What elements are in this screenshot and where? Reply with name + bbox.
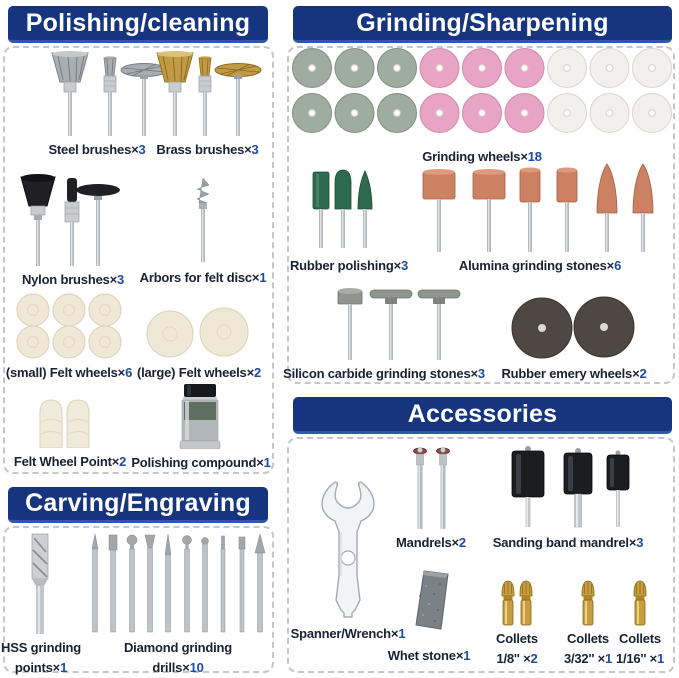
rubber-emery-wheels-image	[511, 296, 635, 359]
section-header-carving: Carving/Engraving	[8, 487, 268, 523]
item-label: (small) Felt wheels×6	[5, 365, 133, 380]
item-rubber-polishing: Rubber polishing×3	[290, 168, 408, 276]
collets-1-8-image	[501, 580, 533, 626]
item-label: Whet stone×1	[387, 648, 471, 663]
grinding-wheels-image	[292, 48, 672, 133]
item-label: Felt Wheel Point×2	[13, 454, 127, 469]
silicon-carbide-image	[337, 288, 461, 360]
item-felt-wheel-point: Felt Wheel Point×2	[14, 396, 126, 472]
item-sanding-band-mandrel: Sanding band mandrel×3	[493, 445, 643, 553]
item-label: Alumina grinding stones×6	[458, 258, 622, 273]
item-arbors-for-felt-disc: Arbors for felt disc×1	[139, 176, 267, 288]
small-felt-wheels-image	[16, 293, 122, 359]
section-header-polishing: Polishing/cleaning	[8, 6, 268, 43]
sanding-band-mandrel-image	[511, 446, 630, 528]
hss-grinding-point-image	[31, 533, 49, 634]
mandrels-image	[413, 447, 450, 529]
alumina-stones-image	[422, 163, 654, 252]
steel-brushes-image	[51, 51, 168, 136]
section-title: Carving/Engraving	[25, 489, 251, 517]
section-box-accessories	[287, 437, 675, 673]
item-label: Arbors for felt disc×1	[139, 270, 267, 285]
item-nylon-brushes: Nylon brushes×3	[12, 172, 134, 290]
nylon-brushes-image	[20, 174, 120, 266]
felt-wheel-point-image	[39, 399, 90, 448]
item-mandrels: Mandrels×2	[396, 445, 466, 553]
spanner-wrench-image	[321, 481, 375, 618]
item-label: (large) Felt wheels×2	[136, 365, 262, 380]
item-small-felt-wheels: (small) Felt wheels×6	[6, 291, 132, 383]
section-box-polishing	[3, 46, 274, 474]
item-label: Brass brushes×3	[156, 142, 259, 157]
item-spanner-wrench: Spanner/Wrench×1	[291, 480, 406, 644]
polishing-compound-image	[179, 384, 221, 449]
item-label: Nylon brushes×3	[21, 272, 125, 287]
item-large-felt-wheels: (large) Felt wheels×2	[136, 293, 262, 383]
section-title: Polishing/cleaning	[25, 8, 251, 37]
section-header-accessories: Accessories	[293, 397, 672, 434]
diamond-drills-image	[91, 533, 266, 633]
section-title: Accessories	[407, 399, 558, 428]
brass-brushes-image	[156, 51, 262, 136]
item-label: Rubber emery wheels×2	[501, 366, 647, 381]
item-label: Grinding wheels×18	[422, 149, 542, 164]
item-label: Mandrels×2	[396, 535, 466, 550]
collets-3-32-image	[581, 580, 595, 626]
item-whet-stone: Whet stone×1	[387, 568, 471, 666]
item-label: Sanding band mandrel×3	[492, 535, 644, 550]
item-rubber-emery-wheels: Rubber emery wheels×2	[498, 282, 650, 384]
section-box-grinding	[287, 46, 675, 384]
item-steel-brushes: Steel brushes×3	[22, 50, 172, 160]
item-grinding-wheels: Grinding wheels×18	[291, 46, 673, 167]
section-title: Grinding/Sharpening	[356, 8, 609, 37]
large-felt-wheels-image	[146, 307, 249, 358]
whet-stone-image	[415, 570, 449, 630]
item-silicon-carbide-grinding-stones: Silicon carbide grinding stones×3	[283, 282, 485, 384]
item-label: Rubber polishing×3	[289, 258, 409, 273]
item-alumina-grinding-stones: Alumina grinding stones×6	[420, 163, 660, 276]
item-label: Steel brushes×3	[48, 142, 146, 157]
item-label: Silicon carbide grinding stones×3	[283, 366, 485, 381]
section-box-carving	[3, 526, 274, 673]
section-header-grinding: Grinding/Sharpening	[293, 6, 672, 43]
arbor-image	[196, 177, 210, 262]
item-polishing-compound: Polishing compound×1	[131, 384, 271, 473]
item-brass-brushes: Brass brushes×3	[150, 50, 265, 160]
collets-1-16-image	[633, 580, 647, 626]
item-label: Polishing compound×1	[131, 455, 271, 470]
item-label: Spanner/Wrench×1	[290, 626, 406, 641]
rubber-polishing-image	[312, 169, 373, 248]
